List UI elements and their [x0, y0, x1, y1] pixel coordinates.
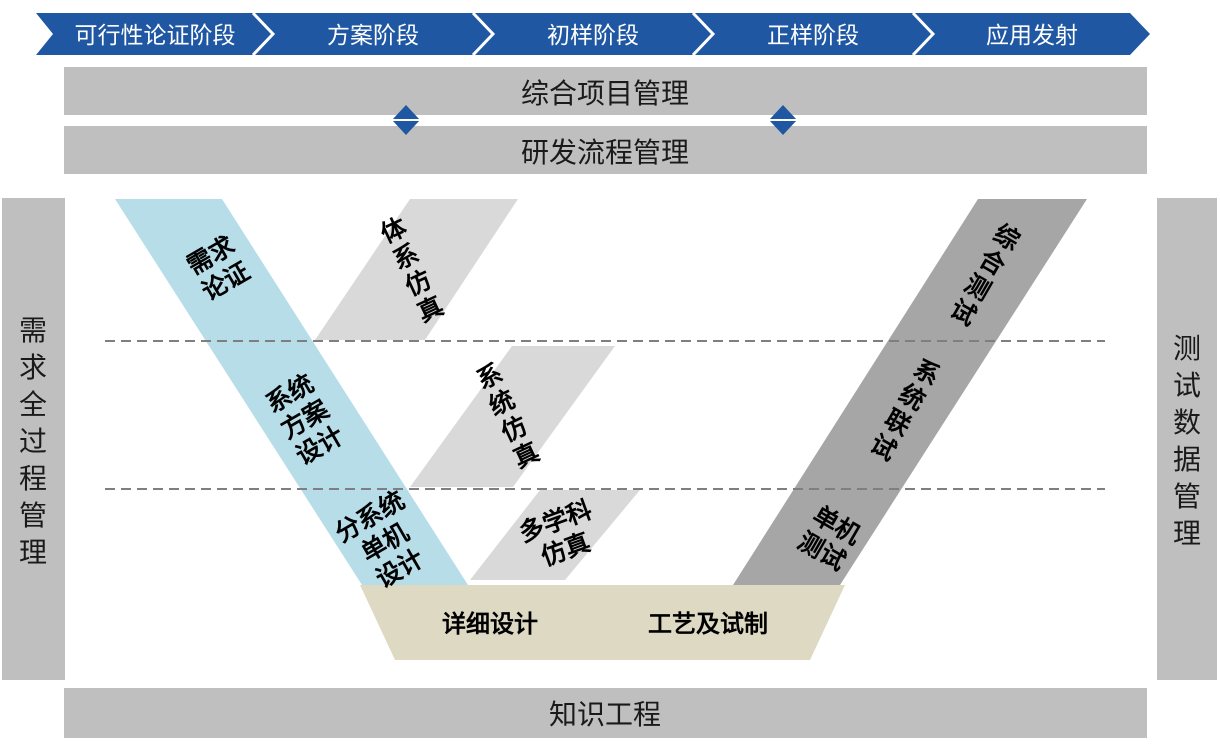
svg-text:测: 测 — [1173, 332, 1201, 365]
phase-chevron-feasibility — [36, 13, 273, 55]
integrated-project-management-bar — [64, 67, 1147, 115]
multidisciplinary-simulation-panel — [470, 490, 640, 580]
svg-text:理: 理 — [19, 536, 47, 569]
svg-text:管: 管 — [19, 499, 47, 532]
knowledge-engineering-bar — [64, 688, 1147, 738]
svg-text:程: 程 — [19, 462, 47, 495]
svg-text:求: 求 — [19, 351, 47, 384]
diamond-connector-right — [769, 105, 797, 135]
rd-process-management-bar — [64, 126, 1147, 174]
detailed-design-label: 详细设计 — [442, 610, 538, 638]
svg-text:管: 管 — [1173, 480, 1201, 513]
phase-chevron-scheme — [253, 13, 493, 55]
phase-chevron-prototype — [473, 13, 713, 55]
system-scheme-design-label: 系统 方案 设计 — [261, 369, 349, 471]
svg-text:全: 全 — [19, 388, 47, 421]
svg-text:需: 需 — [19, 314, 47, 347]
rd-process-management-label: 研发流程管理 — [521, 136, 689, 169]
bottom-trapezoid — [360, 585, 845, 660]
requirement-management-sidebar — [2, 198, 65, 680]
phase-chevron-launch — [913, 13, 1150, 55]
requirement-management-label: 需 求 全 过 程 管 理 — [19, 314, 47, 569]
test-data-management-sidebar — [1157, 198, 1217, 680]
svg-text:数: 数 — [1173, 406, 1201, 439]
svg-text:试: 试 — [1173, 369, 1201, 402]
phase-label-flight-model: 正样阶段 — [767, 23, 859, 49]
test-data-management-label: 测 试 数 据 管 理 — [1173, 332, 1201, 550]
phase-label-feasibility: 可行性论证阶段 — [75, 23, 236, 49]
phase-chevron-flight-model — [693, 13, 933, 55]
phase-label-scheme: 方案阶段 — [327, 23, 419, 49]
integrated-project-management-label: 综合项目管理 — [521, 77, 689, 110]
right-arm-testing — [733, 199, 1087, 585]
system-simulation-panel — [410, 346, 615, 487]
phase-label-launch: 应用发射 — [986, 23, 1078, 49]
architecture-simulation-panel — [315, 199, 518, 340]
svg-text:据: 据 — [1173, 443, 1201, 476]
knowledge-engineering-label: 知识工程 — [549, 698, 661, 731]
svg-text:过: 过 — [19, 425, 47, 458]
phase-chevrons: 可行性论证阶段 方案阶段 初样阶段 正样阶段 应用发射 — [36, 11, 1150, 57]
svg-text:理: 理 — [1173, 517, 1201, 550]
diamond-connector-left — [392, 105, 420, 135]
phase-label-prototype: 初样阶段 — [547, 23, 639, 49]
process-trial-production-label: 工艺及试制 — [648, 610, 768, 638]
